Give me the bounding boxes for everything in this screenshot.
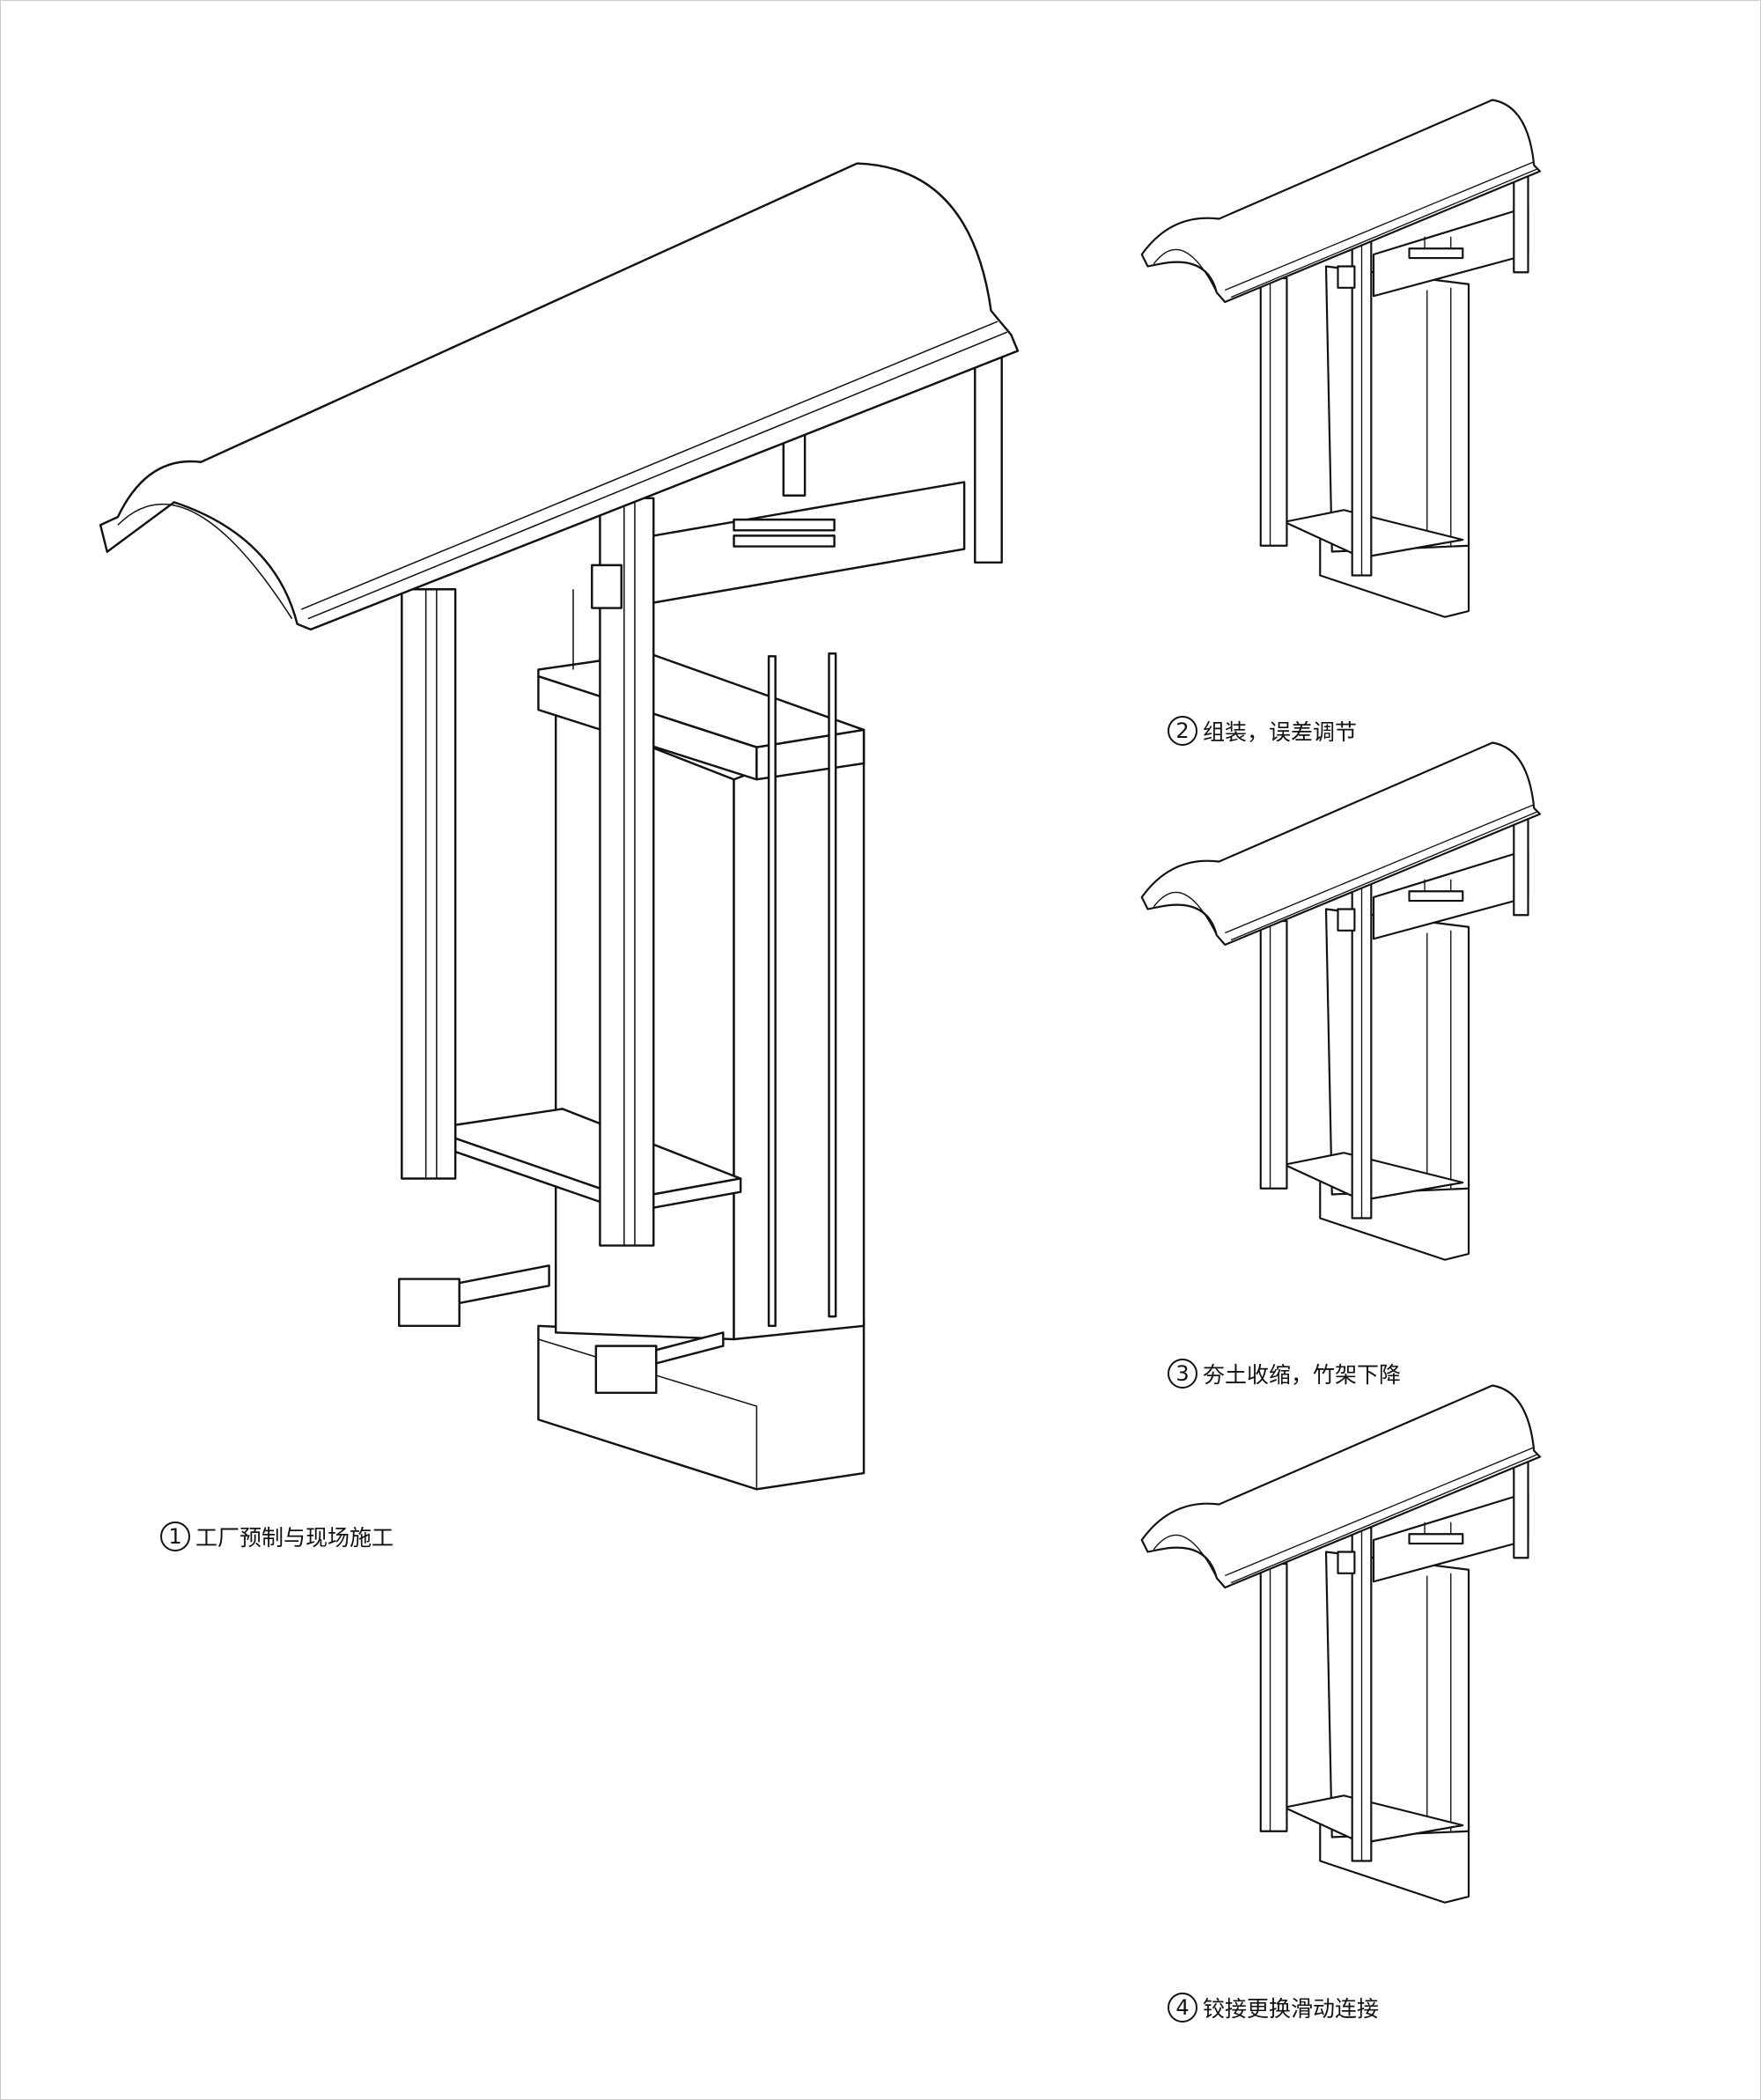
caption-step-2: 2 组装，误差调节 (1168, 715, 1357, 747)
step-3-drawing (1140, 741, 1542, 1261)
step-2-drawing (1140, 99, 1542, 618)
step-number-badge: 1 (160, 1522, 190, 1551)
step-number-badge: 4 (1168, 1993, 1197, 2023)
caption-step-4: 4 铰接更换滑动连接 (1168, 1992, 1379, 2023)
step-4-drawing (1140, 1384, 1542, 1904)
caption-step-3: 3 夯土收缩，竹架下降 (1168, 1358, 1401, 1389)
caption-text: 夯土收缩，竹架下降 (1203, 1362, 1402, 1388)
caption-text: 组装，误差调节 (1203, 719, 1358, 745)
step-number-badge: 3 (1168, 1359, 1197, 1389)
caption-step-1: 1 工厂预制与现场施工 (160, 1521, 394, 1552)
main-assembly-drawing (99, 162, 1020, 1491)
step-number-badge: 2 (1168, 716, 1197, 746)
caption-text: 工厂预制与现场施工 (195, 1525, 394, 1551)
caption-text: 铰接更换滑动连接 (1203, 1996, 1380, 2022)
